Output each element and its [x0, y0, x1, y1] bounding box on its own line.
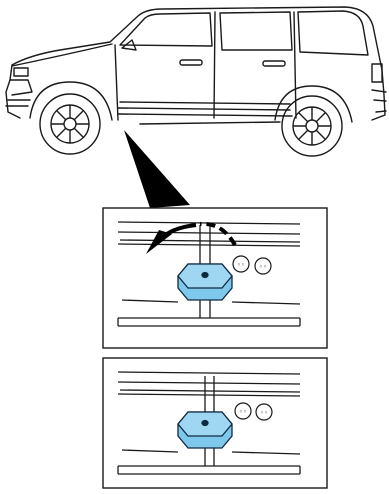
svg-text:◦◦: ◦◦ — [239, 408, 247, 416]
svg-text:◦◦: ◦◦ — [237, 261, 245, 269]
svg-text:◦◦: ◦◦ — [259, 263, 267, 271]
rear-wheel-icon — [282, 96, 342, 156]
callout-pointer — [124, 130, 190, 208]
drain-plug-icon — [178, 412, 232, 448]
panel-before: ◦◦ ◦◦ — [103, 208, 327, 348]
front-window — [120, 13, 212, 46]
panel-after: ◦◦ ◦◦ — [103, 358, 327, 488]
rear-window — [298, 11, 368, 55]
middle-window — [220, 12, 292, 50]
drain-plug-icon — [178, 264, 232, 300]
svg-text:◦◦: ◦◦ — [260, 409, 268, 417]
front-wheel-icon — [40, 94, 100, 154]
